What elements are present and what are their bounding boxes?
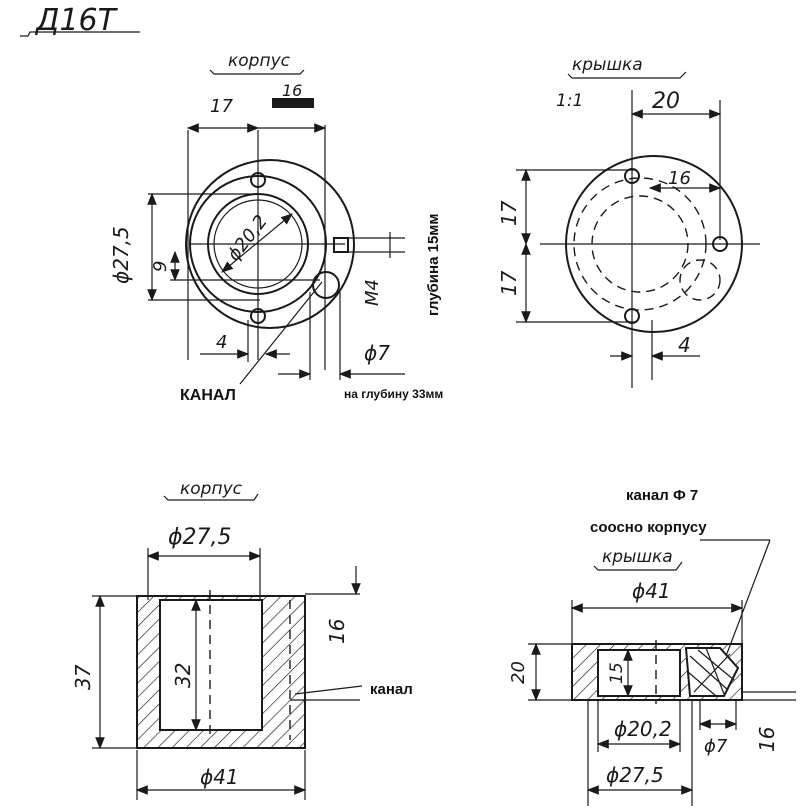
svg-text:Д16Т: Д16Т: [34, 3, 119, 38]
lid-dim-d275: ϕ27,5: [606, 763, 664, 787]
material-label: Д16Т: [20, 3, 140, 38]
dim-9: 9: [150, 261, 171, 272]
lid-section-view: канал Ф 7 соосно корпусу крышка ϕ41 20 1…: [508, 487, 796, 806]
lid-dim-15: 15: [607, 662, 627, 684]
dim-d7-top: ϕ7: [364, 341, 390, 365]
body-dim-32: 32: [171, 663, 195, 688]
lid-dim-d7: ϕ7: [704, 736, 728, 757]
lid-dim-16: 16: [755, 727, 779, 752]
depth-note-33: на глубину 33мм: [344, 387, 443, 401]
lid-dim-4: 4: [678, 333, 691, 357]
dim-4: 4: [216, 332, 227, 353]
lid-dim-16: 16: [668, 168, 691, 189]
m4-thread: [333, 237, 349, 253]
body-top-title: корпус: [228, 51, 291, 71]
body-dim-d41: ϕ41: [200, 765, 239, 789]
body-channel-label: канал: [370, 681, 413, 698]
lid-note-1: канал Ф 7: [626, 487, 698, 504]
strike-out-mark: [272, 98, 314, 108]
body-outer-circle: [185, 159, 355, 329]
lid-top-title: крышка: [572, 55, 643, 75]
body-section-view: корпус ϕ27,5 37 32 16 ϕ41 канал: [71, 479, 413, 800]
depth-note-15: глубина 15мм: [425, 214, 442, 316]
body-dim-37: 37: [71, 664, 95, 690]
lid-note-2: соосно корпусу: [590, 519, 707, 536]
dim-d275: ϕ27,5: [109, 226, 133, 284]
body-dim-d275: ϕ27,5: [168, 525, 232, 550]
dim-17: 17: [210, 96, 233, 117]
body-top-view: корпус 17 16 ϕ27,5 9 ϕ20,2: [109, 51, 443, 404]
dim-m4: M4: [362, 279, 383, 306]
lid-dim-17b: 17: [497, 270, 521, 296]
lid-dim-d41: ϕ41: [632, 579, 671, 603]
channel-label: КАНАЛ: [180, 387, 236, 404]
lid-dim-d202: ϕ20,2: [614, 717, 672, 741]
channel-hole: [312, 271, 340, 299]
lid-dim-20: 20: [652, 89, 680, 114]
body-section-title: корпус: [180, 479, 243, 499]
lid-top-view: крышка 1:1 20 16 17 17 4: [497, 55, 760, 388]
lid-dim-20: 20: [508, 661, 529, 684]
body-dim-16: 16: [325, 619, 349, 644]
dim-16-crossed: 16: [282, 81, 302, 100]
lid-scale: 1:1: [556, 91, 583, 111]
lid-hidden-channel: [679, 259, 721, 301]
lid-section-title: крышка: [602, 547, 673, 567]
lid-dim-17a: 17: [497, 200, 521, 226]
dim-d202: ϕ20,2: [223, 211, 272, 265]
